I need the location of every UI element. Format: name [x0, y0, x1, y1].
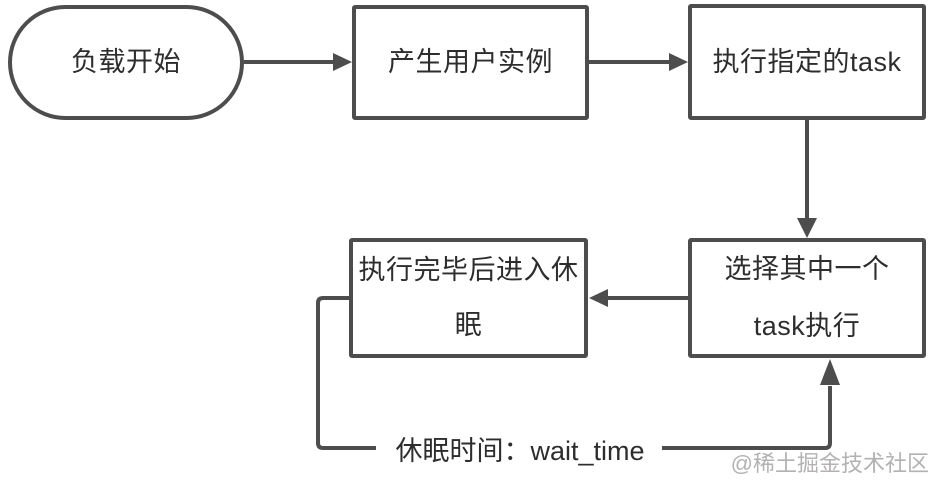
edge-sleep-loop-arrowhead [820, 359, 840, 385]
edge-select-to-sleep-arrowhead [589, 289, 608, 307]
node-select-task-label-line1: 选择其中一个 [724, 254, 890, 284]
node-spawn-users-label: 产生用户实例 [388, 47, 553, 77]
node-select-task-label-line2: task执行 [753, 311, 861, 341]
edge-spawn-to-run-arrowhead [669, 53, 688, 71]
node-sleep: 执行完毕后进入休眠 [349, 238, 588, 358]
node-run-task-label: 执行指定的task [712, 46, 902, 77]
node-start: 负载开始 [8, 5, 244, 120]
node-start-label: 负载开始 [71, 47, 181, 77]
node-run-task: 执行指定的task [688, 4, 926, 120]
node-sleep-label: 执行完毕后进入休眠 [358, 255, 579, 340]
edge-sleep-loop-right-line [658, 386, 832, 450]
edge-sleep-loop-left-line [316, 296, 376, 450]
edge-run-to-select-arrowhead [797, 218, 817, 238]
edge-label-wait-time: 休眠时间：wait_time [378, 435, 662, 467]
edge-start-to-spawn-arrowhead [333, 53, 352, 71]
watermark: @稀土掘金技术社区 [730, 451, 929, 476]
node-select-task: 选择其中一个 task执行 [688, 238, 926, 358]
node-spawn-users: 产生用户实例 [352, 5, 589, 120]
